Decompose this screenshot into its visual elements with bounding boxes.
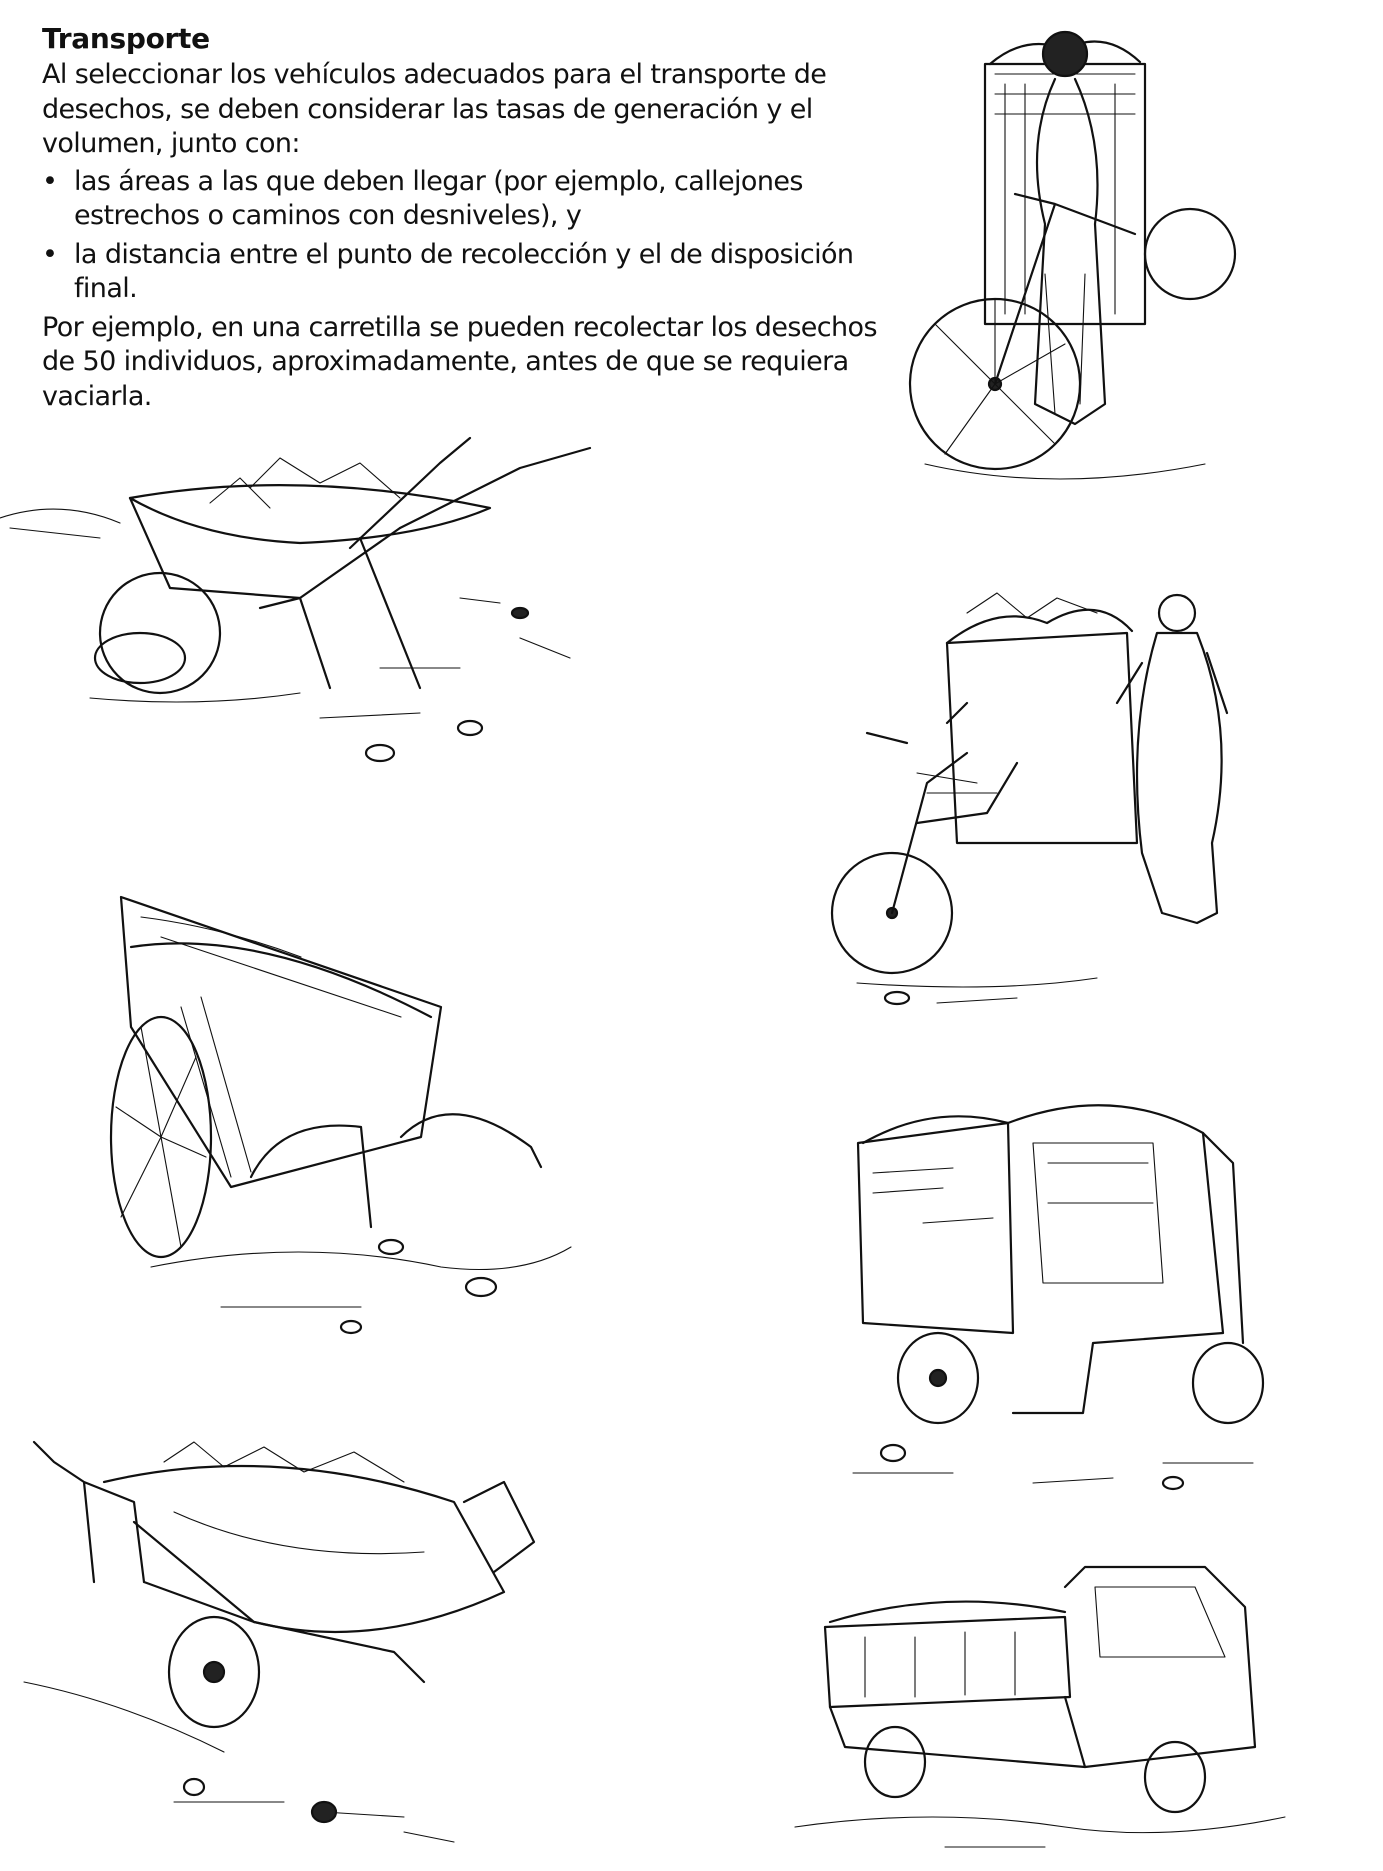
donkey-cart-illustration <box>23 1422 634 1867</box>
handcart-illustration <box>101 887 621 1347</box>
wheelbarrow-illustration <box>0 428 672 763</box>
list-item: las áreas a las que deben llegar (por ej… <box>42 165 902 234</box>
mini-truck-illustration <box>785 1547 1297 1861</box>
cycle-rickshaw-illustration <box>905 24 1237 504</box>
intro-paragraph: Al seleccionar los vehículos adecuados p… <box>42 59 827 159</box>
section-title: Transporte <box>42 22 210 55</box>
auto-rickshaw-illustration <box>833 1083 1298 1503</box>
example-paragraph: Por ejemplo, en una carretilla se pueden… <box>42 311 878 412</box>
text-block: Transporte Al seleccionar los vehículos … <box>42 22 902 414</box>
list-item: la distancia entre el punto de recolecci… <box>42 238 902 307</box>
considerations-list: las áreas a las que deben llegar (por ej… <box>42 165 902 307</box>
motor-tricycle-illustration <box>797 583 1282 1006</box>
